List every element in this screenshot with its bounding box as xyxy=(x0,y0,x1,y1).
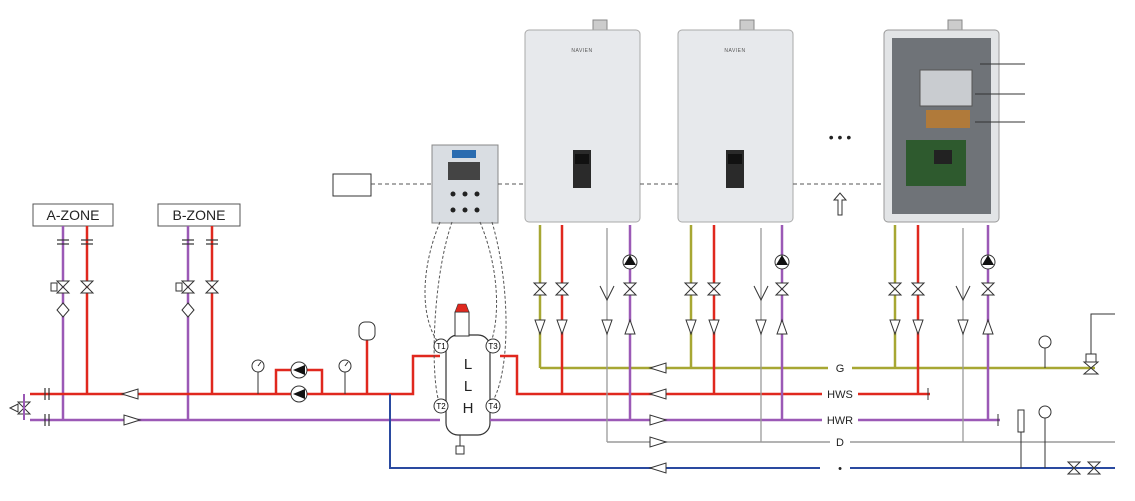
boiler-1-return-flow-arrow xyxy=(624,318,636,335)
pressure-gauge-left xyxy=(251,359,265,394)
low-loss-header: L L H T1 T3 T2 T4 xyxy=(433,303,501,455)
cold-water-valves xyxy=(1017,405,1102,475)
boiler-3-supply-flow-arrow xyxy=(912,319,924,336)
zone-b-label: B-ZONE xyxy=(173,207,226,223)
boiler-3-drain-flow-arrow xyxy=(957,319,969,336)
system-pump-2 xyxy=(290,385,308,403)
boiler-3-drain-funnel xyxy=(955,285,971,302)
sensor-t1 xyxy=(433,338,449,354)
purge-valve xyxy=(8,394,32,420)
sensor-t2-label: T2 xyxy=(436,402,446,411)
boiler-unit-1: NAVIEN xyxy=(524,19,641,223)
drain-label: D xyxy=(836,437,844,449)
primary-supply-pipe xyxy=(30,354,440,396)
boiler-2-supply-valve xyxy=(706,282,722,296)
boiler-2-drain-flow-arrow xyxy=(755,319,767,336)
boiler-2-pump-arrow xyxy=(776,255,788,265)
llh-letter-3: H xyxy=(463,400,474,417)
zone-b: B-ZONE xyxy=(157,203,241,227)
boiler-1-brand: NAVIEN xyxy=(571,48,592,54)
boiler-1-gas-flow-arrow xyxy=(534,319,546,336)
remote-controller xyxy=(332,173,372,197)
zone-a-label: A-ZONE xyxy=(47,207,100,223)
up-arrow-icon xyxy=(832,192,848,216)
gas-regulator xyxy=(1038,313,1115,375)
boiler-2-return-flow-arrow xyxy=(776,318,788,335)
hwr-label: HWR xyxy=(827,415,853,427)
sensor-t3 xyxy=(485,338,501,354)
pressure-gauge-right xyxy=(338,359,352,394)
boiler-2-supply-flow-arrow xyxy=(708,319,720,336)
boiler-3-pump-arrow xyxy=(982,255,994,265)
sensor-t2 xyxy=(433,398,449,414)
zone-valves xyxy=(50,280,220,318)
boiler-2-gas-valve xyxy=(683,282,699,296)
boiler-3-return-valve xyxy=(980,282,996,296)
boiler-2-return-valve xyxy=(774,282,790,296)
hws-label: HWS xyxy=(827,389,853,401)
boiler-1-supply-valve xyxy=(554,282,570,296)
expansion-tank xyxy=(358,321,376,394)
boiler-3-gas-flow-arrow xyxy=(889,319,901,336)
more-units-ellipsis: • • • xyxy=(829,129,852,145)
boiler-1-pump-arrow xyxy=(624,255,636,265)
boiler-2-gas-flow-arrow xyxy=(685,319,697,336)
boiler-3-supply-valve xyxy=(910,282,926,296)
boiler-3-gas-valve xyxy=(887,282,903,296)
boiler-unit-2: NAVIEN xyxy=(677,19,794,223)
system-pump-1 xyxy=(290,361,308,379)
llh-letter-2: L xyxy=(464,378,472,395)
zone-a: A-ZONE xyxy=(32,203,114,227)
hws-header xyxy=(500,354,930,396)
boiler-3-return-flow-arrow xyxy=(982,318,994,335)
boiler-2-drain-funnel xyxy=(753,285,769,302)
sensor-t1-label: T1 xyxy=(436,342,446,351)
boiler-1-gas-valve xyxy=(532,282,548,296)
cold-label: • xyxy=(838,463,842,475)
boiler-1-drain-funnel xyxy=(599,285,615,302)
sensor-t3-label: T3 xyxy=(488,342,498,351)
boiler-1-supply-flow-arrow xyxy=(556,319,568,336)
boiler-1-return-valve xyxy=(622,282,638,296)
boiler-2-brand: NAVIEN xyxy=(724,48,745,54)
llh-letter-1: L xyxy=(464,356,472,373)
gas-label: G xyxy=(836,363,845,375)
sensor-t4 xyxy=(485,398,501,414)
cascade-controller xyxy=(332,144,525,406)
sensor-t4-label: T4 xyxy=(488,402,498,411)
boiler-unit-3-cutaway xyxy=(883,19,1025,223)
boiler-1-drain-flow-arrow xyxy=(601,319,613,336)
cold-water-pipe xyxy=(389,394,820,469)
